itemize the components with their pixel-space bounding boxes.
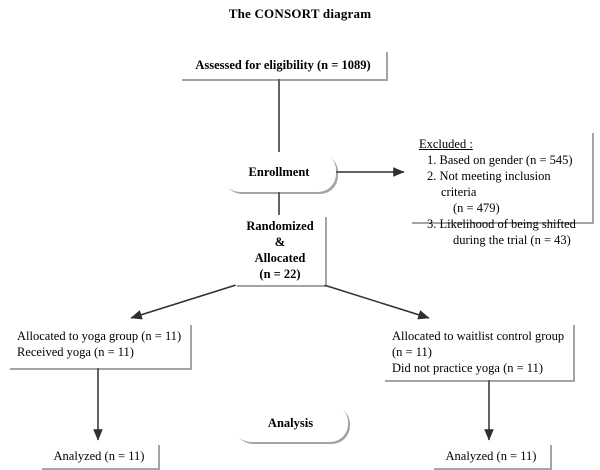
node-allocated-yoga-group: Allocated to yoga group (n = 11) Receive… xyxy=(8,323,190,368)
alloc-left-line-1: Allocated to yoga group (n = 11) xyxy=(17,329,182,343)
node-analyzed-control: Analyzed (n = 11) xyxy=(432,443,550,468)
alloc-right-line-1: Allocated to waitlist control group xyxy=(392,329,565,343)
randomized-line-4: (n = 22) xyxy=(259,267,301,282)
alloc-right-line-3: Did not practice yoga (n = 11) xyxy=(392,361,543,375)
node-assessed-label: Assessed for eligibility (n = 1089) xyxy=(195,57,371,72)
excluded-item: 1. Based on gender (n = 545) xyxy=(427,153,573,167)
excluded-item-continuation: (n = 479) xyxy=(453,201,500,215)
randomized-line-3: Allocated xyxy=(254,251,306,265)
node-assessed-for-eligibility: Assessed for eligibility (n = 1089) xyxy=(180,50,386,79)
node-excluded: Excluded : 1. Based on gender (n = 545) … xyxy=(410,131,592,247)
node-analysis-label: Analysis xyxy=(267,416,314,430)
alloc-left-line-2: Received yoga (n = 11) xyxy=(17,345,134,359)
excluded-item-continuation: during the trial (n = 43) xyxy=(453,233,571,247)
analyzed-left-label: Analyzed (n = 11) xyxy=(53,448,145,463)
node-analyzed-yoga: Analyzed (n = 11) xyxy=(40,443,158,468)
node-allocated-waitlist-control-group: Allocated to waitlist control group (n =… xyxy=(383,323,573,380)
page-title: The CONSORT diagram xyxy=(228,6,372,21)
node-enrollment: Enrollment xyxy=(222,152,336,192)
node-analysis: Analysis xyxy=(233,404,348,442)
analyzed-right-label: Analyzed (n = 11) xyxy=(445,448,537,463)
node-randomized-allocated: Randomized & Allocated (n = 22) xyxy=(235,215,325,285)
alloc-right-line-2: (n = 11) xyxy=(392,345,432,359)
excluded-list: 1. Based on gender (n = 545) 2. Not meet… xyxy=(419,152,584,248)
node-enrollment-label: Enrollment xyxy=(248,165,310,179)
excluded-item: 3. Likelihood of being shifted xyxy=(427,217,576,231)
randomized-line-2: & xyxy=(274,234,286,249)
excluded-item: 2. Not meeting inclusion criteria xyxy=(427,169,551,199)
randomized-line-1: Randomized xyxy=(246,218,314,233)
excluded-heading: Excluded : xyxy=(419,137,473,151)
